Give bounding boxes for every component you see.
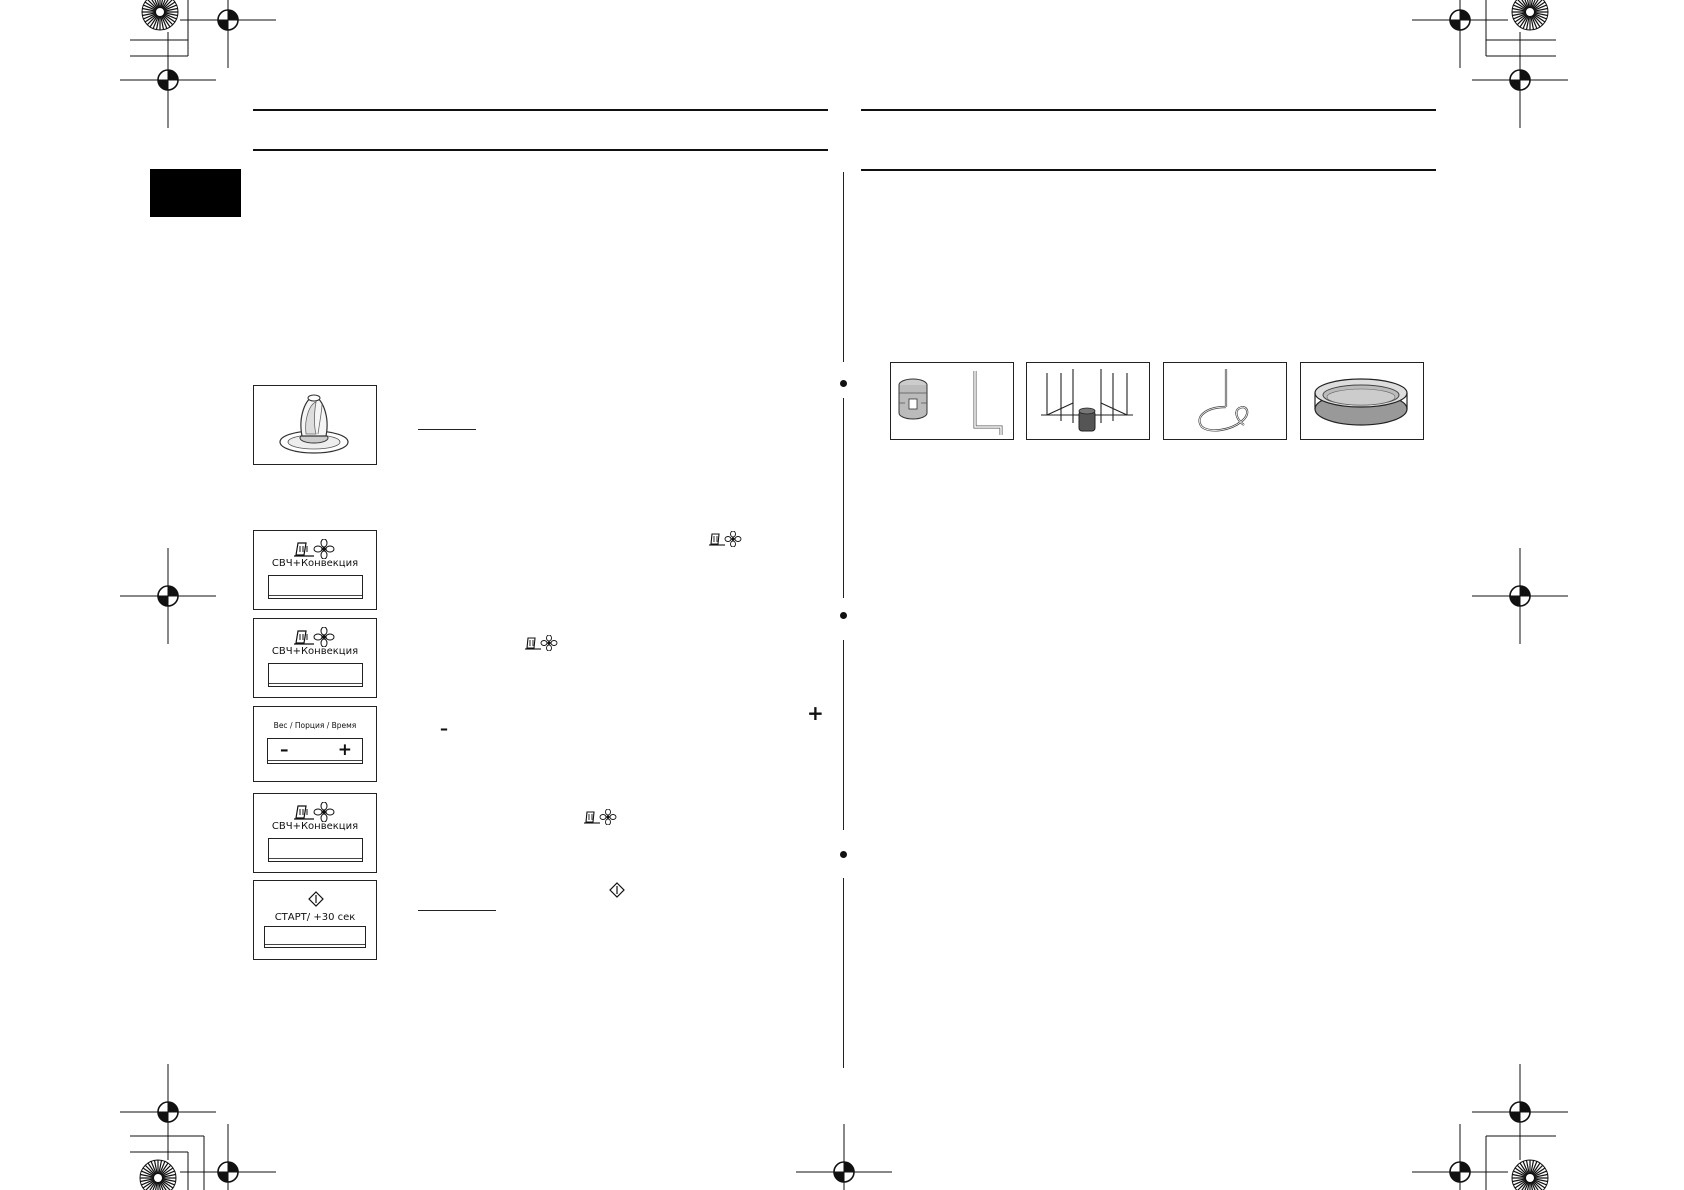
accessory-rotisserie-holder	[890, 362, 1014, 440]
microwave-convection-icon	[294, 539, 335, 559]
combo-button[interactable]	[268, 838, 363, 862]
selector-dial[interactable]: – +	[267, 738, 363, 764]
round-dish-icon	[1314, 378, 1408, 426]
column-divider-2	[843, 398, 844, 598]
panel-label: Вес / Порция / Время	[273, 721, 357, 730]
column-divider-1	[843, 172, 844, 362]
turntable-illustration	[253, 385, 377, 465]
column-divider-3	[843, 640, 844, 830]
language-tab	[150, 169, 241, 217]
combo-button-panel: СВЧ+Конвекция	[253, 530, 377, 610]
combo-button-panel: СВЧ+Конвекция	[253, 618, 377, 698]
kebab-rack-icon	[1041, 369, 1133, 432]
combo-button-panel: СВЧ+Конвекция	[253, 793, 377, 873]
text-underline	[418, 429, 476, 430]
selector-panel: Вес / Порция / Время – +	[253, 706, 377, 782]
panel-label: СТАРТ/ +30 сек	[274, 912, 356, 923]
minus-icon: –	[440, 719, 448, 738]
divider-bullet	[840, 380, 847, 387]
accessory-kebab-rack	[1026, 362, 1150, 440]
right-header-rule-top	[861, 109, 1436, 111]
panel-label: СВЧ+Конвекция	[271, 646, 359, 657]
text-underline	[418, 910, 496, 911]
panel-label: СВЧ+Конвекция	[271, 821, 359, 832]
left-header-rule-bottom	[253, 149, 828, 151]
combo-button[interactable]	[268, 663, 363, 687]
rotisserie-holder-icon	[898, 371, 1003, 435]
accessory-rotisserie-spit	[1163, 362, 1287, 440]
accessory-round-dish	[1300, 362, 1424, 440]
rotisserie-spit-icon	[1198, 369, 1249, 432]
plus-icon: +	[807, 701, 824, 725]
microwave-convection-icon	[709, 531, 742, 547]
divider-bullet	[840, 612, 847, 619]
right-header-rule-bottom	[861, 169, 1436, 171]
column-divider-4	[843, 878, 844, 1068]
start-button[interactable]	[264, 926, 366, 948]
microwave-convection-icon	[525, 635, 558, 651]
left-header-rule-top	[253, 109, 828, 111]
divider-bullet	[840, 851, 847, 858]
microwave-convection-icon	[294, 627, 335, 647]
plus-icon: +	[337, 740, 352, 760]
start-button-panel: СТАРТ/ +30 сек	[253, 880, 377, 960]
microwave-convection-icon	[294, 802, 335, 822]
minus-icon: –	[280, 740, 289, 760]
panel-label: СВЧ+Конвекция	[271, 558, 359, 569]
start-diamond-icon	[609, 882, 625, 898]
start-diamond-icon	[308, 891, 324, 907]
microwave-convection-icon	[584, 809, 617, 825]
combo-button[interactable]	[268, 575, 363, 599]
turntable-icon	[279, 394, 349, 454]
